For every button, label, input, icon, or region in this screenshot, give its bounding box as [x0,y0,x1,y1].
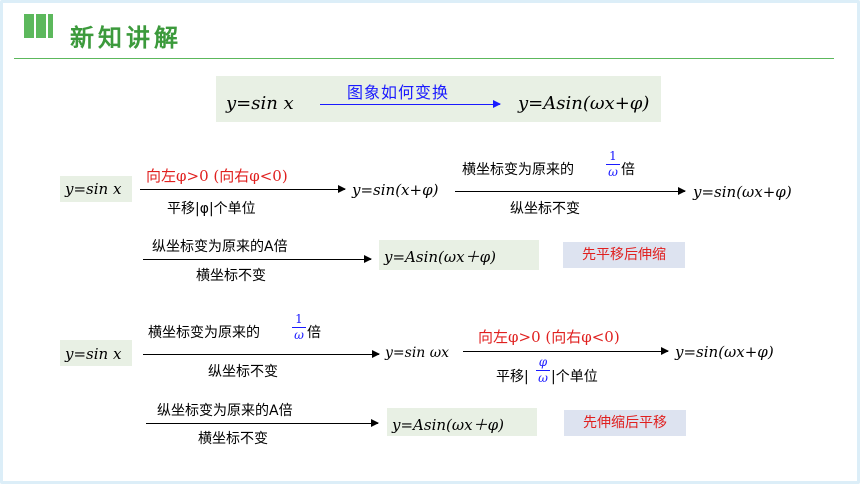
top-left-formula: y=sin x [226,93,294,114]
row1-tag: 先平移后伸缩 [563,242,685,268]
row1-mid: y=sin(x+φ) [352,181,439,199]
row2-stretchy: 纵坐标变为原来的A倍 [157,403,293,419]
top-summary-box [216,76,661,122]
row1-shift-amount: 平移|φ|个单位 [167,201,256,217]
row2-start-box [60,340,132,366]
row2-arrow-stretchy [146,419,379,427]
header-divider [14,58,834,59]
row2-arrow-stretchx [143,350,380,358]
row1-final: y=Asin(ωx＋φ) [384,248,496,266]
fraction-num: 1 [295,312,303,326]
row2-final-box [387,408,537,436]
row1-stretchy-note: 横坐标不变 [196,268,266,284]
fraction-bar [292,327,306,328]
row1-arrow-stretchx [455,187,686,195]
header-bar-icon [36,14,46,38]
fraction-num: 1 [609,149,617,163]
row1-shift-condition: 向左φ>0 (向右φ<0) [146,167,288,185]
header-bar-icon [48,14,53,38]
row2-stretchy-note: 横坐标不变 [198,431,268,447]
fraction-den: ω [608,165,618,179]
row1-stretchy: 纵坐标变为原来的A倍 [152,239,288,255]
row1-stretchx-post: 倍 [621,162,635,178]
row1-start-box [60,176,132,202]
row2-shift-post: |个单位 [551,369,598,385]
row2-shift-condition: 向左φ>0 (向右φ<0) [478,328,620,346]
header-bar-icon [24,14,34,38]
fraction-bar [536,370,550,371]
row2-stretchx-pre: 横坐标变为原来的 [148,325,260,341]
row2-shift-fraction: φ ω [536,356,550,385]
top-arrow [320,100,501,108]
row1-arrow-shift [140,185,346,193]
row1-stretchx-fraction: 1 ω [606,150,620,179]
row1-final-box [379,240,539,270]
row2-stretchx-note: 纵坐标不变 [208,364,278,380]
row1-start: y=sin x [65,180,122,198]
fraction-den: ω [538,371,548,385]
row2-final: y=Asin(ωx＋φ) [392,416,504,434]
top-arrow-label: 图象如何变换 [347,83,450,102]
row2-shift-pre: 平移| [496,369,529,385]
fraction-num: φ [538,355,548,369]
row2-mid: y=sin ωx [385,345,450,361]
top-right-formula: y=Asin(ωx+φ) [518,93,650,114]
row2-end: y=sin(ωx+φ) [675,343,774,361]
row2-stretchx-fraction: 1 ω [292,313,306,342]
row1-end: y=sin(ωx+φ) [693,183,792,201]
page-title: 新知讲解 [70,24,182,52]
row2-start: y=sin x [65,345,122,363]
row2-arrow-shift [463,347,669,355]
fraction-den: ω [294,328,304,342]
row1-stretchx-note: 纵坐标不变 [510,201,580,217]
row2-tag: 先伸缩后平移 [564,410,686,436]
row1-stretchx-pre: 横坐标变为原来的 [462,162,574,178]
row2-stretchx-post: 倍 [307,325,321,341]
row1-arrow-stretchy [143,255,372,263]
fraction-bar [606,164,620,165]
